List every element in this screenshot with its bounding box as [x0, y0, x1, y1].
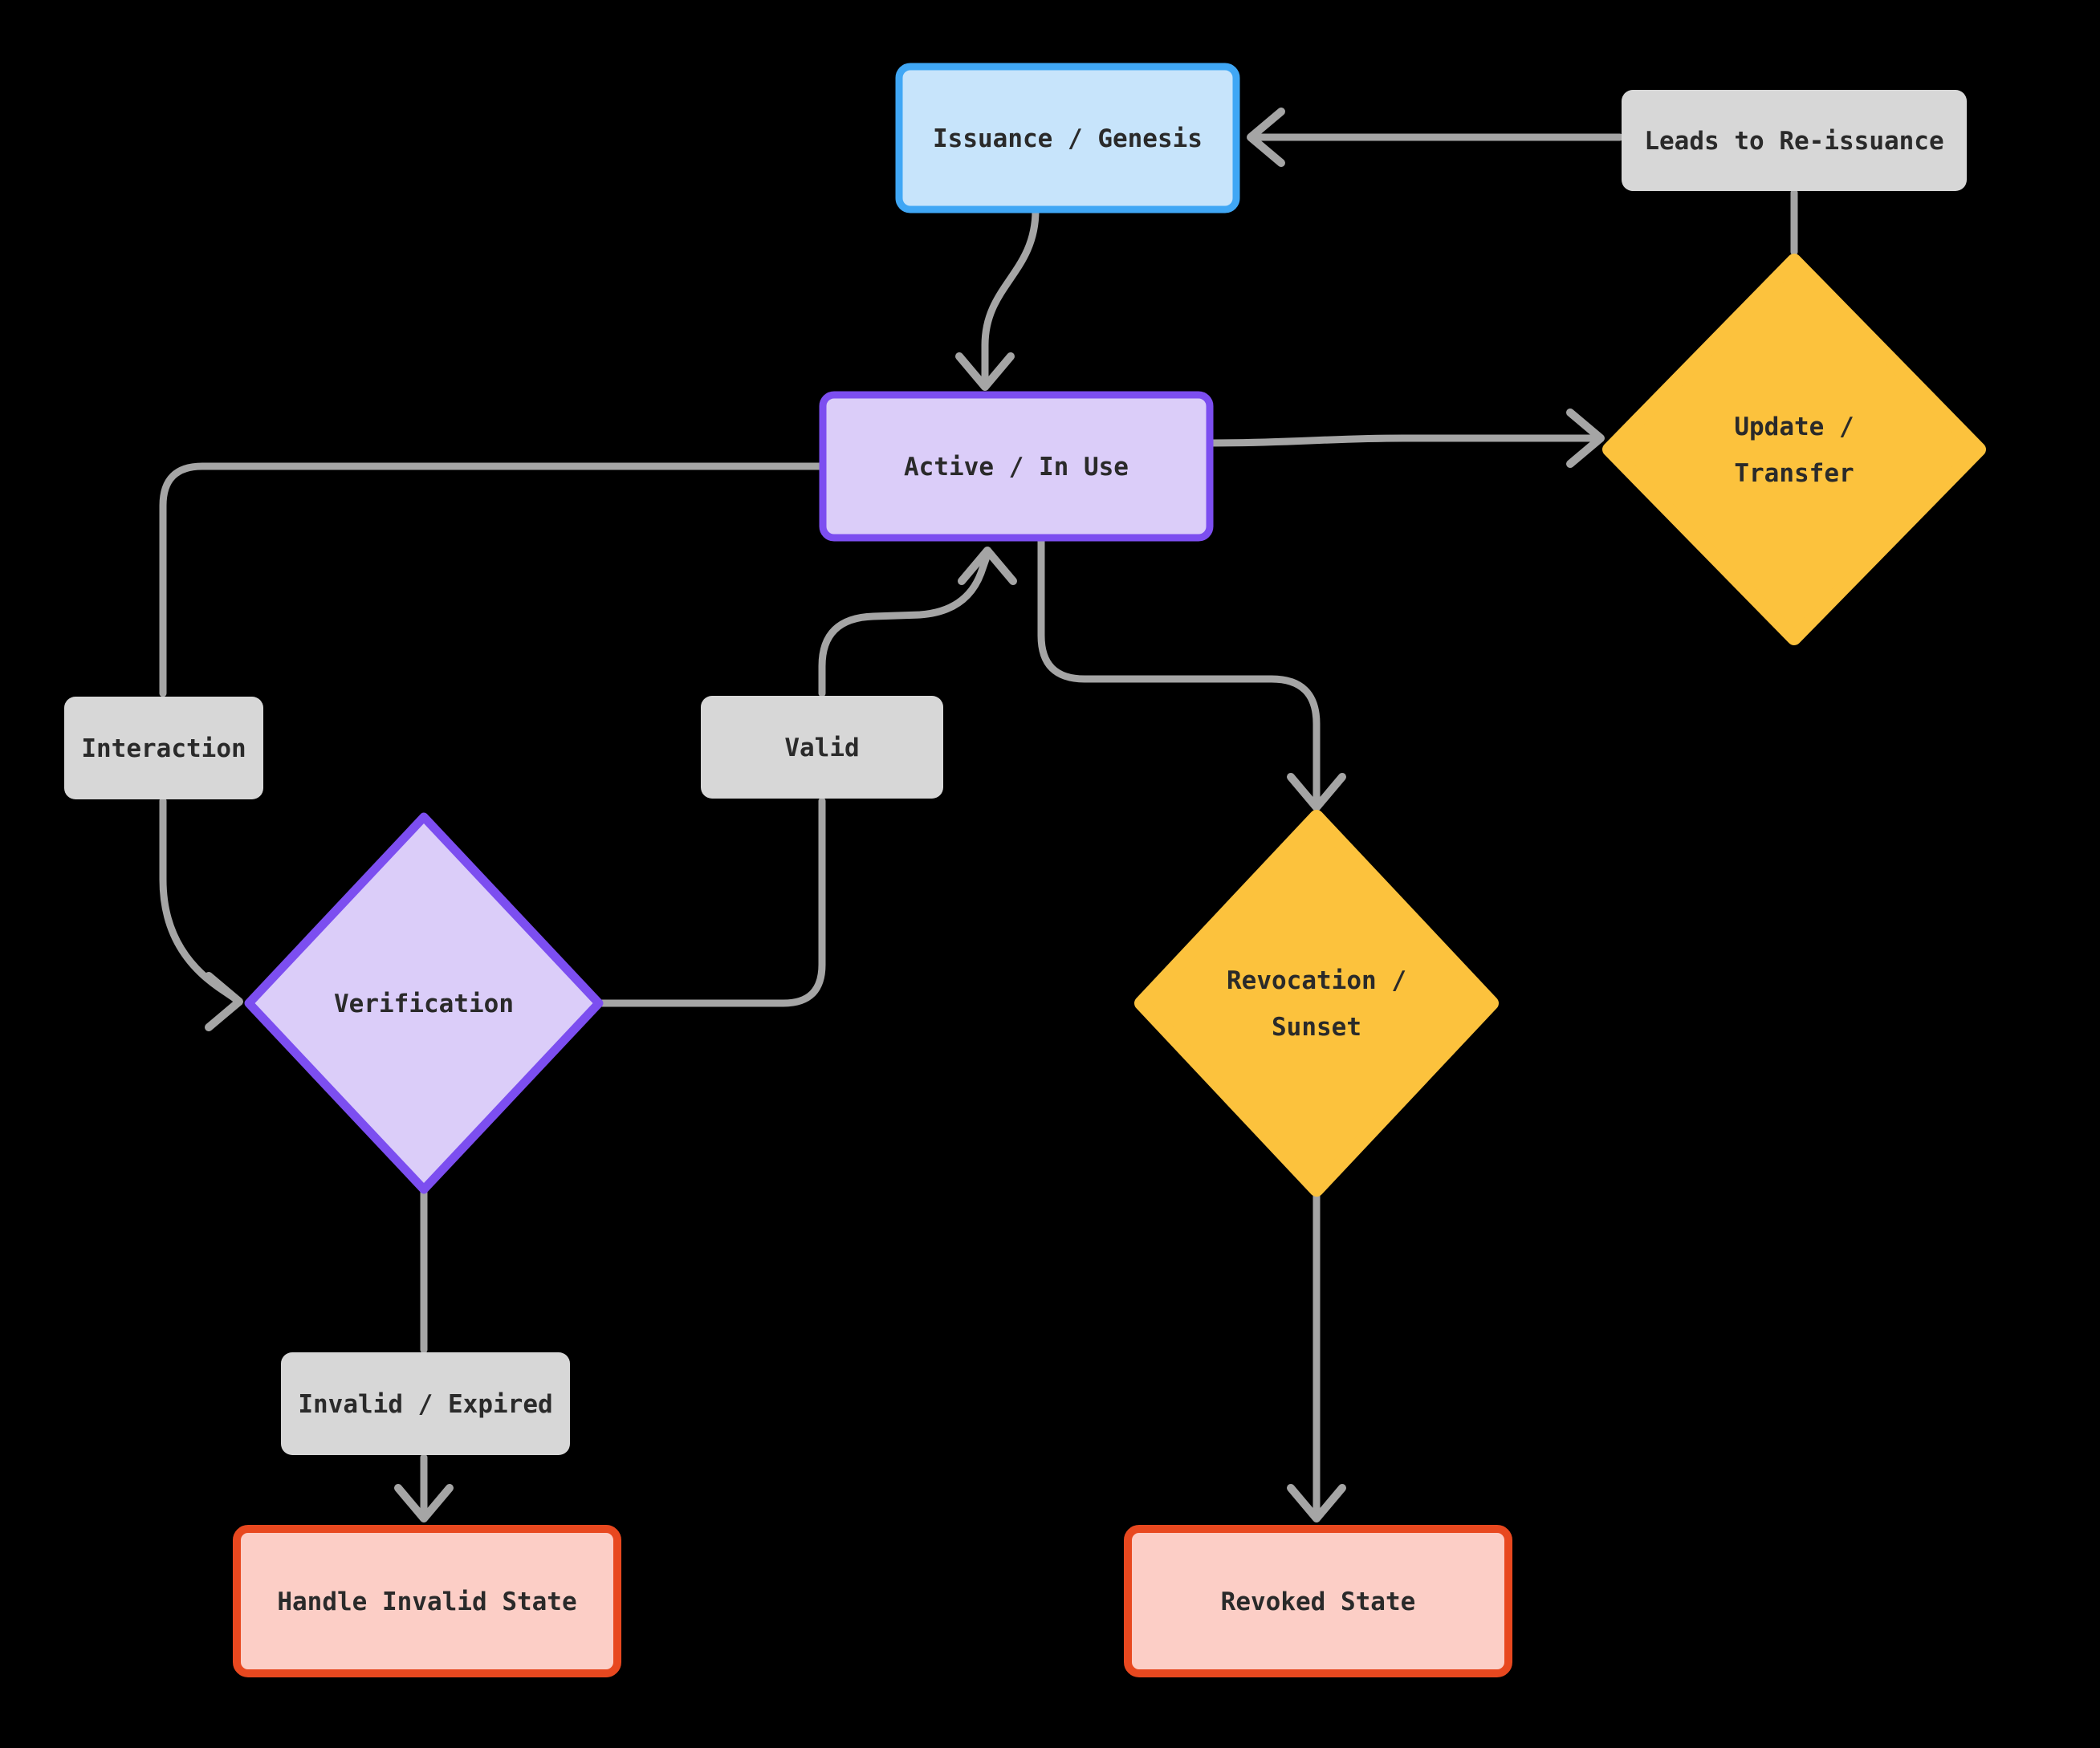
issuance-genesis-shape [895, 63, 1240, 213]
revoked-state-label: Revoked State [1221, 1587, 1416, 1616]
revoked-state-shape [1124, 1525, 1512, 1677]
edge-valid-to-active [818, 553, 991, 697]
edge-issuance-to-active [981, 206, 1040, 384]
node-issuance-genesis: Issuance / Genesis [895, 63, 1240, 213]
node-update-transfer: Update / Transfer [1602, 254, 1986, 645]
node-handle-invalid-state: Handle Invalid State [233, 1525, 621, 1677]
node-verification: Verification [244, 812, 604, 1194]
invalid-expired-label: Invalid / Expired [298, 1390, 552, 1419]
arrowhead-down-icon [394, 1484, 454, 1522]
edges-layer [159, 108, 1798, 1522]
invalid-expired-shape [281, 1352, 570, 1455]
arrowhead-down-icon [955, 352, 1015, 391]
node-interaction: Interaction [64, 697, 263, 799]
node-active-in-use: Active / In Use [819, 391, 1214, 542]
arrowhead-right-icon [205, 972, 243, 1031]
node-invalid-expired: Invalid / Expired [281, 1352, 570, 1455]
interaction-label: Interaction [81, 734, 246, 763]
arrowhead-down-icon [1287, 1484, 1346, 1522]
active-in-use-label: Active / In Use [904, 453, 1129, 482]
issuance-genesis-label: Issuance / Genesis [933, 124, 1203, 153]
edge-interaction-to-verification [159, 797, 240, 1003]
handle-invalid-state-shape [233, 1525, 621, 1677]
handle-invalid-state-label: Handle Invalid State [277, 1587, 576, 1616]
arrowhead-left-icon [1247, 108, 1285, 167]
valid-label: Valid [784, 734, 859, 762]
update-transfer-label-line1: Update / [1734, 413, 1854, 441]
node-revocation-sunset: Revocation / Sunset [1134, 810, 1499, 1197]
arrowhead-down-icon [1287, 773, 1346, 811]
active-in-use-shape [819, 391, 1214, 542]
leads-to-reissuance-label: Leads to Re-issuance [1644, 127, 1943, 156]
interaction-shape [64, 697, 263, 799]
node-revoked-state: Revoked State [1124, 1525, 1512, 1677]
verification-shape [244, 812, 604, 1194]
leads-to-reissuance-shape [1622, 90, 1967, 191]
node-valid: Valid [701, 696, 943, 799]
arrowhead-up-icon [958, 547, 1017, 585]
node-leads-to-reissuance: Leads to Re-issuance [1622, 90, 1967, 191]
edge-active-to-update [1207, 434, 1601, 447]
valid-shape [701, 696, 943, 799]
revocation-sunset-label-line1: Revocation / [1227, 966, 1406, 995]
edge-active-to-interaction [159, 462, 824, 697]
edge-verification-to-valid [598, 797, 826, 1007]
update-transfer-shape [1602, 254, 1986, 645]
verification-label: Verification [334, 990, 514, 1018]
revocation-sunset-label-line2: Sunset [1272, 1013, 1361, 1042]
nodes-layer: Issuance / Genesis Leads to Re-issuance … [64, 63, 1986, 1677]
edge-active-to-revocation [1037, 535, 1321, 807]
update-transfer-label-line2: Transfer [1734, 459, 1854, 488]
revocation-sunset-shape [1134, 810, 1499, 1197]
arrowhead-right-icon [1566, 409, 1605, 468]
